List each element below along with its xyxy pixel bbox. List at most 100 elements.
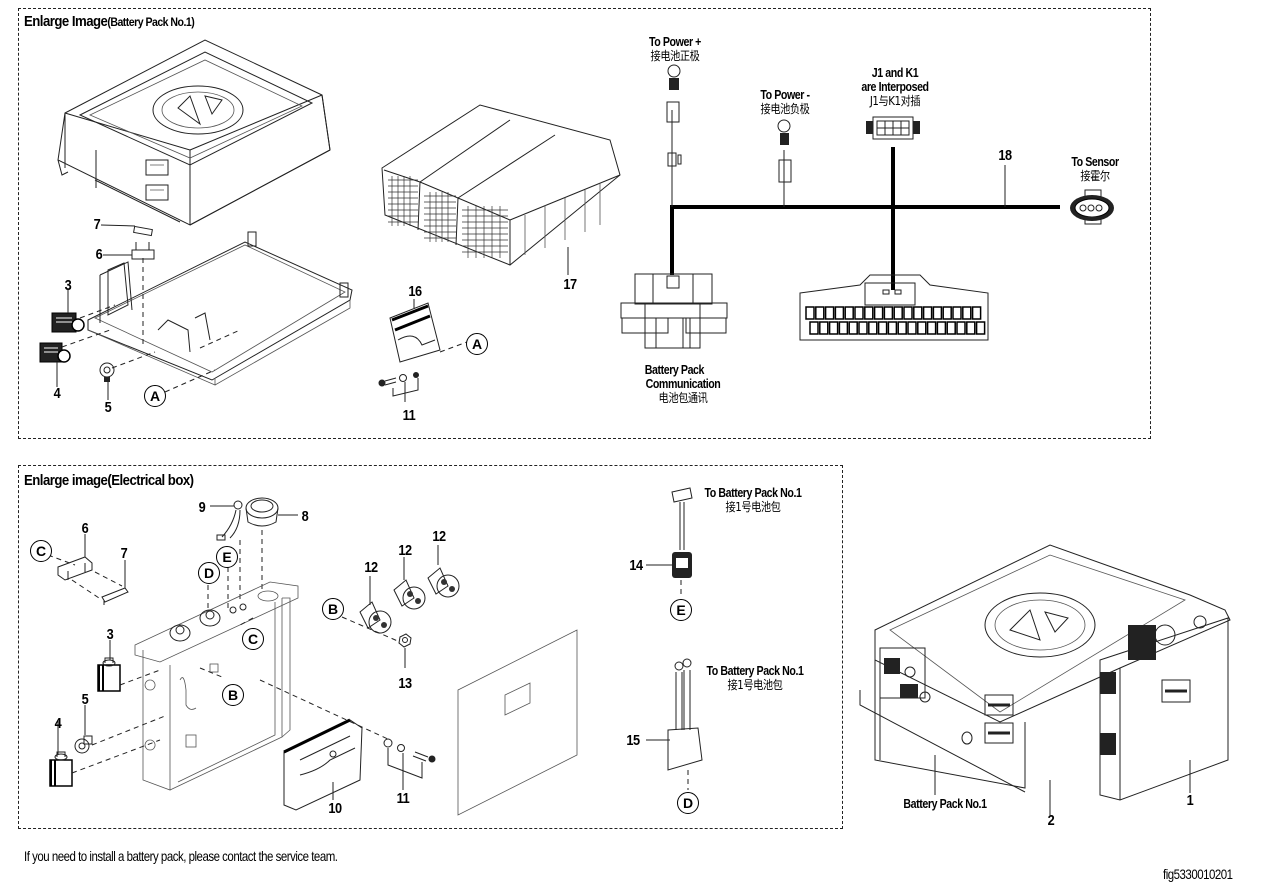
- part-label-6: 6: [95, 246, 103, 263]
- title-main: Enlarge Image: [24, 13, 108, 30]
- title-sub: (Battery Pack No.1): [107, 15, 195, 29]
- multi-pin-connector-drawing: [799, 274, 989, 341]
- part-label-10: 10: [328, 800, 342, 817]
- part-label-7: 7: [93, 216, 101, 233]
- contactor-12c-drawing: [427, 567, 460, 598]
- part-label-2: 2: [1047, 812, 1055, 829]
- connector-pin: [858, 321, 868, 335]
- contactor-12a-drawing: [359, 601, 392, 634]
- connector-pin: [903, 306, 913, 320]
- to-pack2-en: To Battery Pack No.1: [706, 664, 804, 678]
- cover-plate-drawing: [457, 629, 578, 816]
- connector-3-drawing: [51, 312, 85, 333]
- sensor-label: To Sensor 接霍尔: [1061, 155, 1129, 183]
- ref-marker-d-box: D: [198, 562, 220, 584]
- comm-line2: Communication: [645, 377, 721, 391]
- connector-pin: [936, 321, 947, 335]
- part-label-11-eb: 11: [396, 790, 410, 807]
- ref-marker-b-box: B: [222, 684, 244, 706]
- sensor-5-eb-drawing: [74, 735, 93, 754]
- battery-pack-no1-label: Battery Pack No.1: [903, 797, 987, 811]
- meter-8-drawing: [245, 497, 279, 527]
- sensor-en: To Sensor: [1071, 155, 1119, 169]
- connector-pin: [907, 321, 917, 335]
- ref-marker-c-box: C: [242, 628, 264, 650]
- connector-pin: [883, 306, 894, 320]
- connector-pin: [897, 321, 907, 335]
- assembled-battery-pack-drawing: [859, 544, 1231, 801]
- to-pack-label-15: To Battery Pack No.1 接1号电池包: [700, 664, 811, 692]
- power-positive-label: To Power + 接电池正极: [637, 35, 714, 63]
- ref-marker-e-cable: E: [670, 599, 692, 621]
- comm-connector-drawing: [620, 273, 728, 349]
- connector-pin: [815, 306, 825, 320]
- to-pack-cn: 接1号电池包: [725, 500, 781, 514]
- part-label-4: 4: [53, 385, 61, 402]
- connector-pin: [864, 306, 874, 320]
- part-label-12a: 12: [364, 559, 378, 576]
- connector-pin: [942, 306, 952, 320]
- plug-9-drawing: [216, 500, 243, 541]
- cable-14-drawing: [671, 487, 693, 578]
- interposed-line1: J1 and K1: [871, 66, 919, 80]
- part-label-9: 9: [198, 499, 206, 516]
- part-label-7-eb: 7: [120, 545, 128, 562]
- fuse-holder-drawing: [131, 225, 155, 260]
- part-label-18: 18: [998, 147, 1012, 164]
- bms-module-10-drawing: [283, 718, 363, 811]
- connector-pin: [922, 306, 933, 320]
- part-label-4-eb: 4: [54, 715, 62, 732]
- ref-marker-b-contactor: B: [322, 598, 344, 620]
- to-pack2-cn: 接1号电池包: [727, 678, 783, 692]
- part-label-13: 13: [398, 675, 412, 692]
- connector-pin: [838, 321, 849, 335]
- connector-pin: [962, 306, 972, 320]
- electrical-box-drawing: [134, 581, 299, 791]
- to-pack-label-14: To Battery Pack No.1 接1号电池包: [698, 486, 809, 514]
- connector-pin: [834, 306, 845, 320]
- part-label-15: 15: [626, 732, 640, 749]
- connector-pin: [926, 321, 937, 335]
- connector-pin: [946, 321, 956, 335]
- bms-module-16-drawing: [389, 302, 441, 363]
- ref-marker-a-lid: A: [144, 385, 166, 407]
- part-label-5-eb: 5: [81, 691, 89, 708]
- connector-3-eb-drawing: [97, 657, 121, 692]
- part-label-3: 3: [64, 277, 72, 294]
- ref-marker-e-box: E: [216, 546, 238, 568]
- comm-label: Battery Pack Communication 电池包通讯: [636, 363, 730, 405]
- connector-pin: [868, 321, 878, 335]
- connector-pin: [848, 321, 858, 335]
- part-label-3-eb: 3: [106, 626, 114, 643]
- part-label-17: 17: [563, 276, 577, 293]
- part-label-12c: 12: [432, 528, 446, 545]
- interposed-label: J1 and K1 are Interposed J1与K1对插: [848, 66, 942, 108]
- contactor-12b-drawing: [393, 579, 426, 610]
- connector-pin: [819, 321, 829, 335]
- part-label-8: 8: [301, 508, 309, 525]
- connector-pin: [932, 306, 943, 320]
- connector-pin: [956, 321, 966, 335]
- comm-cn: 电池包通讯: [658, 391, 708, 405]
- connector-pin: [975, 321, 986, 335]
- power-negative-cn: 接电池负极: [760, 102, 810, 116]
- interposed-line2: are Interposed: [861, 80, 929, 94]
- power-negative-label: To Power - 接电池负极: [747, 88, 824, 116]
- battery-module-drawing: [381, 104, 621, 266]
- battery-pack-panel-title: Enlarge Image(Battery Pack No.1): [24, 13, 195, 30]
- ref-marker-c-fuse: C: [30, 540, 52, 562]
- fastener-set-top-drawing: [378, 372, 419, 387]
- power-negative-en: To Power -: [760, 88, 810, 102]
- connector-pin: [828, 321, 839, 335]
- connector-pin: [873, 306, 884, 320]
- power-positive-cn: 接电池正极: [650, 49, 700, 63]
- connector-4-eb-drawing: [49, 751, 73, 787]
- part-label-11-top: 11: [402, 407, 416, 424]
- fuse-holder-eb-drawing: [57, 556, 129, 605]
- connector-4-drawing: [39, 342, 71, 363]
- fastener-set-bottom-drawing: [383, 738, 436, 763]
- ref-marker-d-cable: D: [677, 792, 699, 814]
- connector-pin: [893, 306, 903, 320]
- part-label-5: 5: [104, 399, 112, 416]
